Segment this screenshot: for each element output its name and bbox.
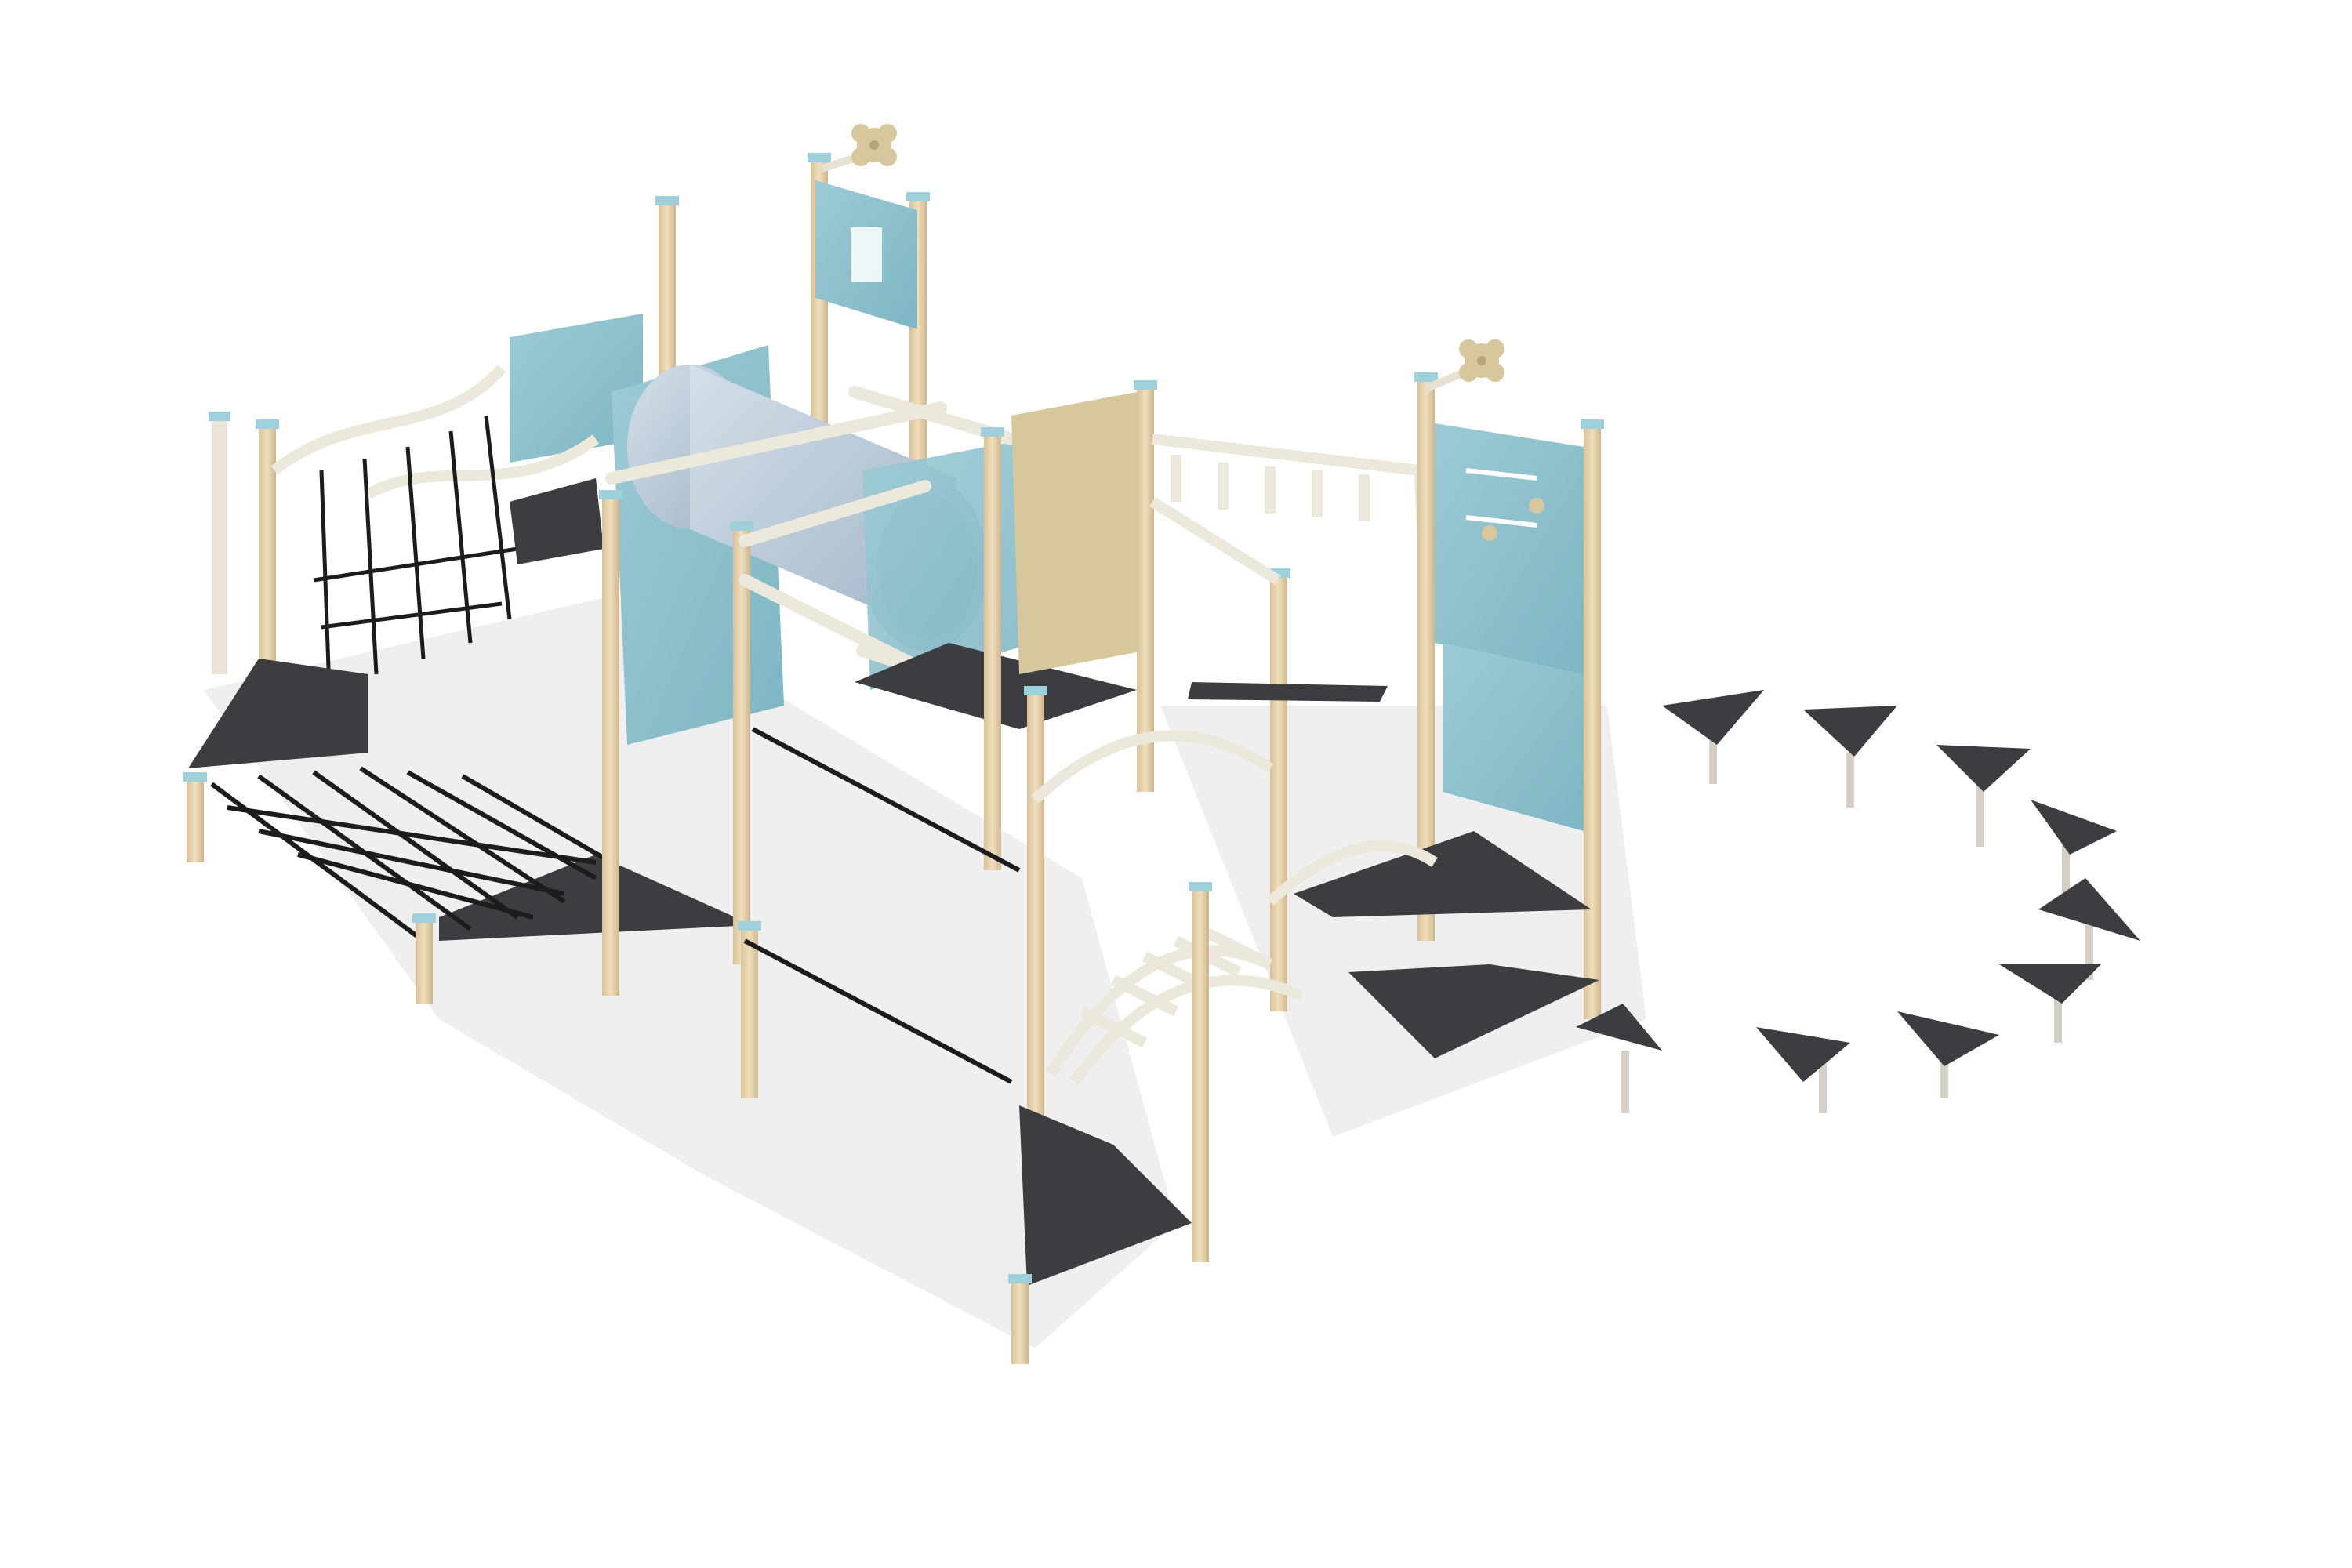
stepping-stone [1803,706,1897,808]
monkey-bars [1149,434,1432,604]
stepping-stone [2031,800,2117,902]
stepping-stone [1936,745,2031,847]
flower-sign-right [1425,339,1504,392]
right-tower [1294,372,1604,1058]
arched-ladders [1031,730,1438,1086]
balance-ropes [743,727,1021,1084]
left-front-posts [183,490,753,1004]
left-decks [188,478,753,941]
front-deck [738,882,1212,1364]
stepping-stones [1576,690,2140,1113]
rope-bridge-structure [209,365,600,691]
stepping-stone [1897,1011,1999,1098]
back-tower [808,153,930,510]
stepping-stone [1999,964,2101,1043]
stepping-stone [1756,1027,1850,1113]
stepping-stone [2038,878,2140,980]
stepping-stone [1576,1004,1662,1113]
swing-plank [1188,682,1388,702]
flower-sign [820,124,897,172]
stepping-stone [1662,690,1764,784]
cargo-net [210,766,613,943]
center-deck [855,380,1290,1129]
